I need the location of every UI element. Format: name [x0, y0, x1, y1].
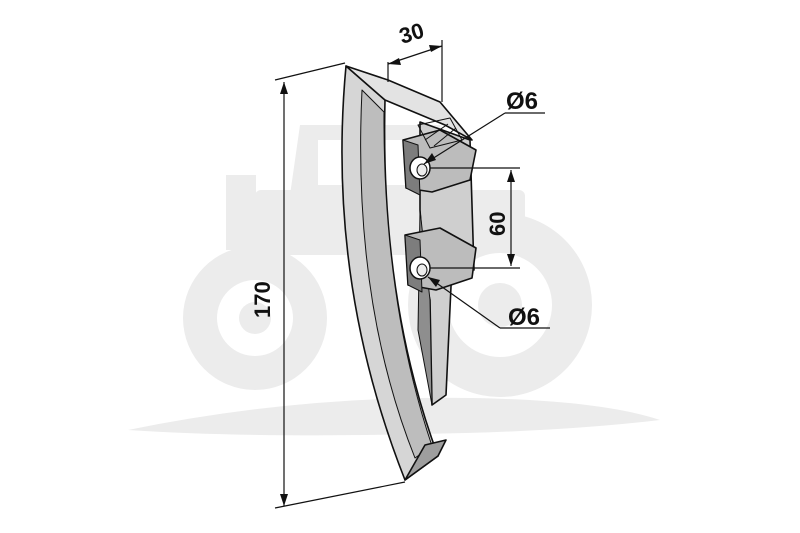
hole-spacing-label: 60	[485, 212, 510, 236]
height-label: 170	[250, 281, 275, 318]
hole-bottom-diameter-label: Ø6	[508, 304, 540, 331]
blade-part	[341, 65, 477, 481]
dimension-lines	[274, 40, 550, 509]
blade-tip	[404, 439, 447, 481]
hole-top-diameter-label: Ø6	[506, 88, 538, 115]
width-label: 30	[396, 18, 427, 49]
dimension-arrowheads	[280, 45, 515, 506]
mounting-holes	[409, 156, 431, 280]
